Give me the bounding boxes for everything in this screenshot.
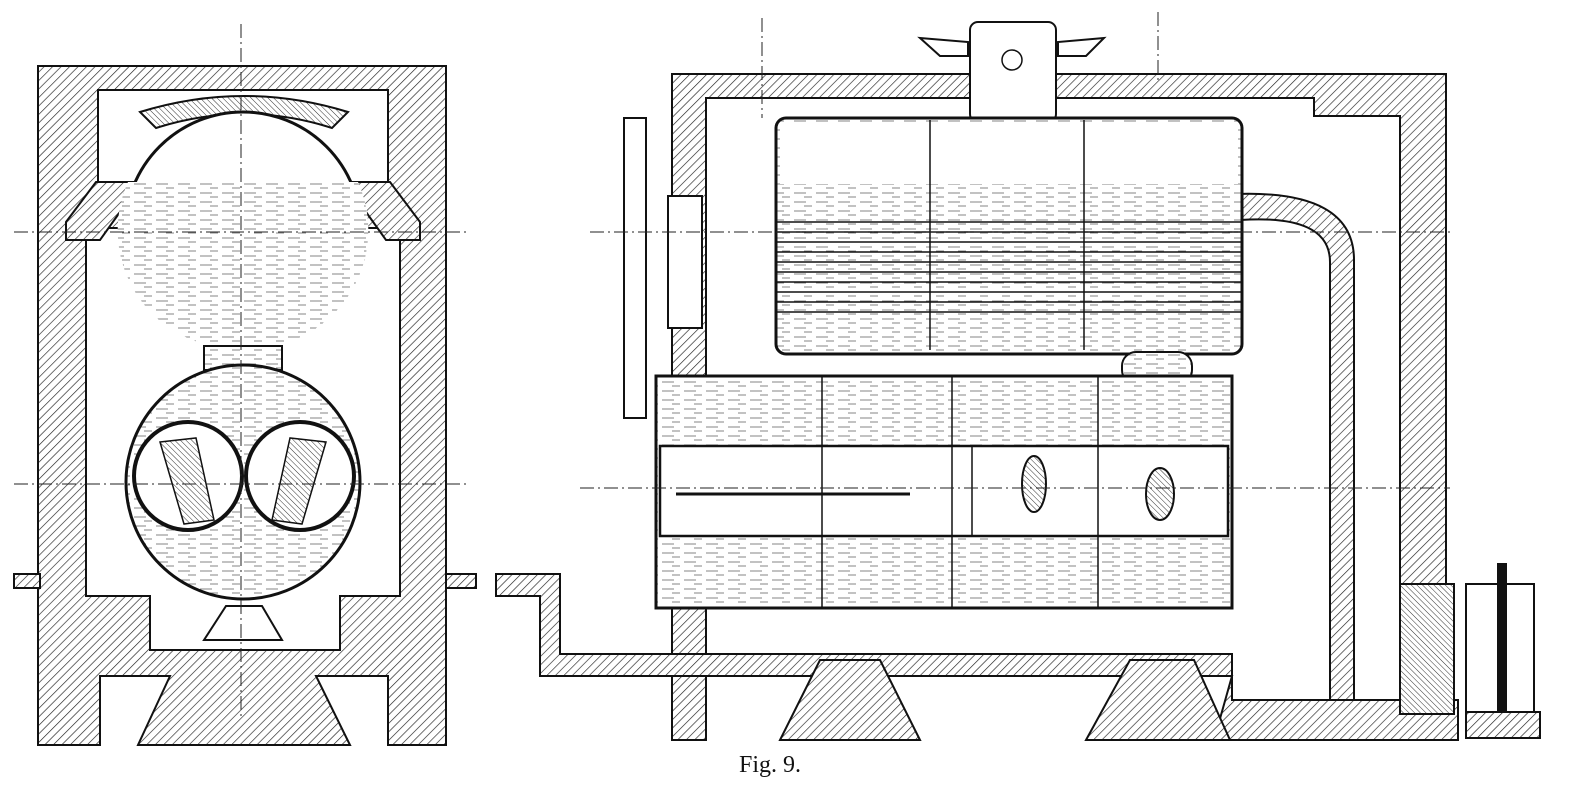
cross-section-view xyxy=(13,24,477,746)
foundation xyxy=(495,573,1459,741)
rear-flue-stack xyxy=(1399,583,1455,715)
rear-inspection-port xyxy=(1145,467,1175,521)
rear-saddle-support xyxy=(1084,659,1232,741)
fire-tube-bank xyxy=(776,221,1242,313)
gauge-column xyxy=(623,117,647,419)
ash-pit-grate xyxy=(202,605,284,641)
flue-channel-wall xyxy=(1234,192,1355,713)
furnace-flue xyxy=(658,444,1230,538)
front-saddle-support xyxy=(778,659,922,741)
safety-valve xyxy=(1001,49,1023,71)
steam-dome xyxy=(969,21,1057,123)
rear-wall-setting xyxy=(671,73,1447,741)
figure-caption: Fig. 9. xyxy=(738,752,801,778)
combustion-chamber-port xyxy=(1021,455,1047,513)
front-door xyxy=(667,195,703,329)
right-floor-slab xyxy=(445,573,477,589)
longitudinal-section-view xyxy=(495,12,1541,741)
left-floor-slab xyxy=(13,573,41,589)
